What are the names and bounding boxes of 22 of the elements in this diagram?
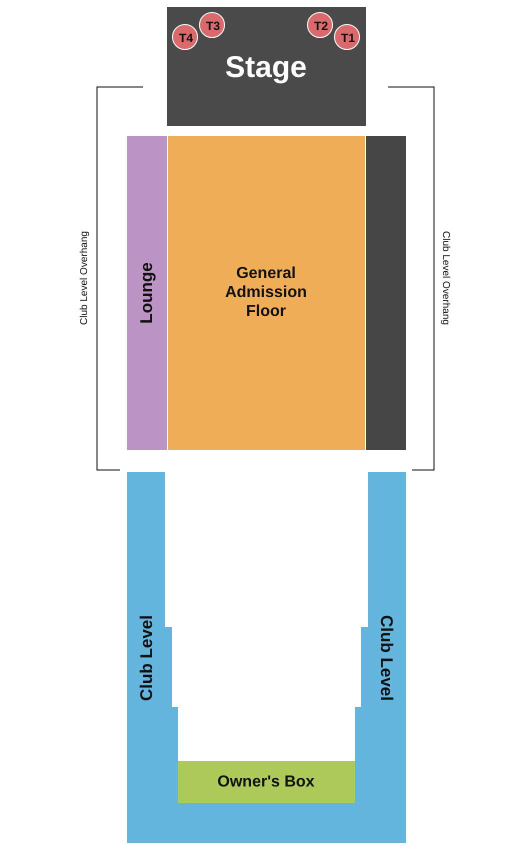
section-label: T2	[314, 18, 328, 34]
floor-section	[168, 136, 365, 450]
section-label: Club Level	[376, 615, 396, 701]
section-label: Owner's Box	[217, 772, 315, 792]
section-label: T3	[206, 18, 220, 34]
club-level-section	[127, 472, 406, 843]
section-label: Stage	[225, 50, 307, 86]
section-label: General Admission Floor	[224, 264, 308, 322]
section-label: Club Level	[136, 615, 157, 701]
section-label: T4	[179, 30, 193, 46]
tower-marker	[334, 24, 360, 50]
tower-marker	[199, 12, 225, 38]
side-section	[366, 136, 406, 450]
tower-marker	[172, 24, 198, 50]
owners-box-section	[178, 761, 355, 803]
overhang-label: Club Level Overhang	[79, 231, 91, 325]
lounge-section	[127, 136, 167, 450]
section-label: T1	[341, 30, 355, 46]
overhang-label: Club Level Overhang	[439, 231, 451, 325]
section-label: Lounge	[136, 262, 157, 324]
tower-marker	[307, 12, 333, 38]
stage-area	[167, 7, 366, 126]
